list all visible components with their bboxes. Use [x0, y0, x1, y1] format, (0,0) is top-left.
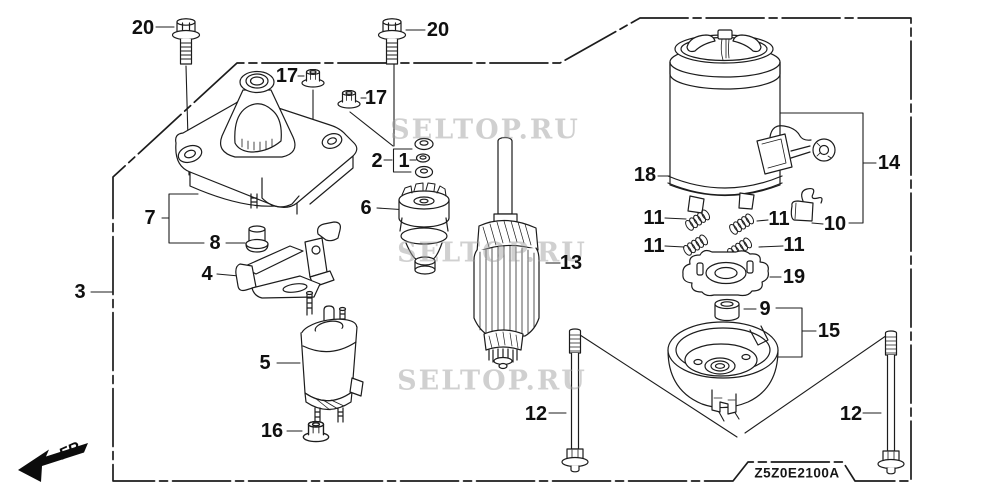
part-5-solenoid [300, 290, 364, 425]
callout-8: 8 [209, 232, 221, 254]
part-14-terminal-assembly [756, 125, 836, 175]
callout-11-d: 11 [783, 234, 805, 256]
callout-11-a: 11 [643, 207, 665, 229]
callout-14: 14 [877, 152, 901, 174]
callout-12-left: 12 [524, 403, 548, 425]
callout-1: 1 [398, 150, 410, 172]
part-12-through-bolt-left [561, 328, 589, 473]
watermark: SELTOP.RU [397, 365, 587, 397]
callout-2: 2 [371, 150, 383, 172]
callout-13: 13 [559, 252, 583, 274]
part-20-flange-bolt-right [377, 18, 407, 65]
callout-7: 7 [144, 207, 156, 229]
part-19-brush-holder [682, 249, 769, 297]
part-18-motor-housing [667, 29, 783, 214]
watermark: SELTOP.RU [390, 114, 580, 146]
callout-6: 6 [360, 197, 372, 219]
part-6-pinion-gear [398, 182, 450, 275]
part-8-grommet [245, 225, 269, 253]
callout-16: 16 [260, 420, 284, 442]
callout-18: 18 [633, 164, 657, 186]
callout-17-right: 17 [364, 87, 388, 109]
drawing-code: Z5Z0E2100A [754, 465, 840, 481]
callout-10: 10 [823, 213, 847, 235]
callout-5: 5 [259, 352, 271, 374]
fr-direction-arrow [18, 443, 88, 482]
callout-12-right: 12 [839, 403, 863, 425]
part-17-flange-nut-left [301, 68, 325, 88]
part-4-shift-fork [235, 221, 341, 299]
callout-4: 4 [201, 263, 213, 285]
callout-11-c: 11 [768, 208, 790, 230]
diagram-border [112, 17, 912, 482]
callout-20-right: 20 [426, 19, 450, 41]
part-13-armature [473, 136, 540, 370]
part-9-bushing [714, 298, 740, 322]
callout-3: 3 [74, 281, 86, 303]
part-17-flange-nut-right [337, 89, 361, 109]
callout-17-left: 17 [275, 65, 299, 87]
part-16-nut [302, 420, 330, 443]
callout-20-left: 20 [131, 17, 155, 39]
part-20-flange-bolt-left [171, 18, 201, 65]
part-10-brush [790, 187, 823, 222]
callout-11-b: 11 [643, 235, 665, 257]
callout-15: 15 [817, 320, 841, 342]
callout-19: 19 [782, 266, 806, 288]
part-15-end-cover [667, 321, 779, 415]
part-7-gear-case [175, 70, 358, 215]
leader-lines [90, 26, 894, 438]
callout-9: 9 [759, 298, 771, 320]
watermark: SELTOP.RU [397, 237, 587, 269]
part-12-through-bolt-right [877, 330, 905, 475]
parts-1-2-washers [414, 137, 434, 179]
